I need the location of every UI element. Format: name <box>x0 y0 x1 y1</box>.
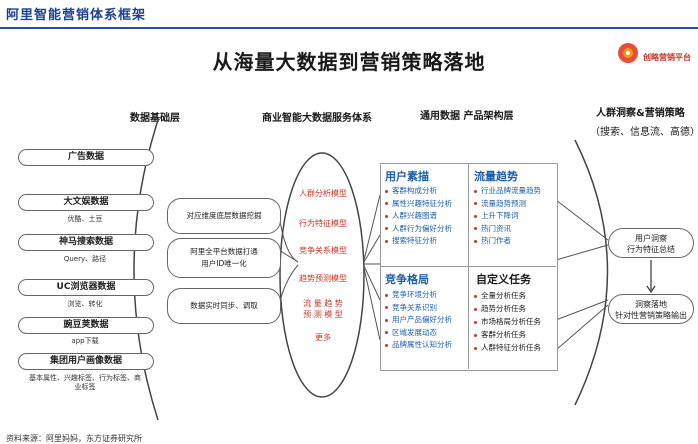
list-item: 上升下降词 <box>474 210 541 223</box>
process-mining: 对应维度底层数据挖掘 <box>167 198 281 234</box>
model-trend: 趋势预测模型 <box>299 274 347 283</box>
model-competition: 竞争关系模型 <box>299 246 347 255</box>
source-uc: UC浏览器数据 <box>18 279 154 296</box>
source-wandoujia: 豌豆荚数据 <box>18 317 154 334</box>
list-item: 人群行为偏好分析 <box>385 223 452 236</box>
list-item: 人群兴趣图谱 <box>385 210 452 223</box>
source-user-profile: 集团用户画像数据 <box>18 353 154 370</box>
page-title: 阿里智能营销体系框架 <box>6 8 147 23</box>
logo: 创略营销平台 <box>617 38 691 78</box>
model-traffic-line1: 流 量 趋 势 <box>303 299 343 308</box>
model-traffic-line2: 预 测 模 型 <box>303 310 343 319</box>
list-item: 客群分析任务 <box>474 328 541 341</box>
product-grid <box>380 163 558 371</box>
product-user-profile-title: 用户素描 <box>385 170 429 183</box>
title-divider <box>0 27 698 29</box>
list-item: 市场格局分析任务 <box>474 315 541 328</box>
process-unify-line1: 阿里全平台数据打通 <box>190 247 258 256</box>
source-ads: 广告数据 <box>18 149 154 166</box>
process-unify-line2: 用户ID唯一化 <box>201 259 247 268</box>
list-item: 属性兴趣特征分析 <box>385 198 452 211</box>
list-item: 品牌属性认知分析 <box>385 339 452 352</box>
list-item: 热门资讯 <box>474 223 541 236</box>
logo-text: 创略营销平台 <box>643 53 691 62</box>
list-item: 区域发展动态 <box>385 327 452 340</box>
logo-icon <box>618 43 638 63</box>
list-item: 搜索特征分析 <box>385 235 452 248</box>
list-item: 流量趋势预测 <box>474 198 541 211</box>
list-item: 趋势分析任务 <box>474 302 541 315</box>
model-more: 更多 <box>315 333 331 342</box>
list-item: 人群特征分析任务 <box>474 341 541 354</box>
source-shenma: 神马搜索数据 <box>18 234 154 251</box>
list-item: 用户产品偏好分析 <box>385 314 452 327</box>
process-sync: 数据实时同步、调取 <box>167 288 281 324</box>
list-item: 竞争环境分析 <box>385 289 452 302</box>
list-item: 客群构成分析 <box>385 185 452 198</box>
source-shenma-sub: Query、路径 <box>63 255 107 263</box>
product-competition-list: 竞争环境分析 竞争关系识别 用户产品偏好分析 区域发展动态 品牌属性认知分析 <box>385 289 452 352</box>
product-user-profile-list: 客群构成分析 属性兴趣特征分析 人群兴趣图谱 人群行为偏好分析 搜索特征分析 <box>385 185 452 248</box>
list-item: 行业品牌流量趋势 <box>474 185 541 198</box>
model-crowd: 人群分析模型 <box>299 189 347 198</box>
source-user-profile-sub: 基本属性、兴趣标签、行为标签、商业标签 <box>29 374 141 391</box>
product-competition-title: 竞争格局 <box>385 273 429 286</box>
output-strategy: 洞察落地 针对性营销策略输出 <box>608 294 694 324</box>
column-head-product: 通用数据 产品架构层 <box>420 111 514 122</box>
column-head-service: 商业智能大数据服务体系 <box>262 113 372 124</box>
diagram-title: 从海量大数据到营销策略落地 <box>212 50 486 74</box>
column-head-strategy-sub: （搜索、信息流、高德） <box>590 127 698 138</box>
process-sync-label: 数据实时同步、调取 <box>190 301 258 310</box>
grid-divider-h <box>380 266 556 267</box>
list-item: 全量分析任务 <box>474 289 541 302</box>
source-entertainment-sub: 优酷、土豆 <box>67 215 103 223</box>
process-mining-label: 对应维度底层数据挖掘 <box>186 211 262 220</box>
product-custom-tasks-title: 自定义任务 <box>476 273 531 286</box>
list-item: 竞争关系识别 <box>385 302 452 315</box>
column-head-strategy: 人群洞察&营销策略 <box>596 108 685 119</box>
product-traffic-trend-title: 流量趋势 <box>474 170 518 183</box>
output-strategy-line1: 洞察落地 <box>635 300 667 309</box>
source-wandoujia-sub: app下载 <box>71 337 99 345</box>
output-strategy-line2: 针对性营销策略输出 <box>615 311 687 320</box>
product-traffic-trend-list: 行业品牌流量趋势 流量趋势预测 上升下降词 热门资讯 热门作者 <box>474 185 541 248</box>
list-item: 热门作者 <box>474 235 541 248</box>
output-user-insight-line2: 行为特征总结 <box>627 245 675 254</box>
output-user-insight-line1: 用户洞察 <box>635 234 667 243</box>
source-entertainment: 大文娱数据 <box>18 194 154 211</box>
output-user-insight: 用户洞察 行为特征总结 <box>608 228 694 258</box>
column-head-data-base: 数据基础层 <box>130 113 180 124</box>
source-uc-sub: 浏览、转化 <box>67 300 103 308</box>
process-unify: 阿里全平台数据打通 用户ID唯一化 <box>167 238 281 278</box>
model-behavior: 行为特征模型 <box>299 219 347 228</box>
product-custom-tasks-list: 全量分析任务 趋势分析任务 市场格局分析任务 客群分析任务 人群特征分析任务 <box>474 289 541 354</box>
